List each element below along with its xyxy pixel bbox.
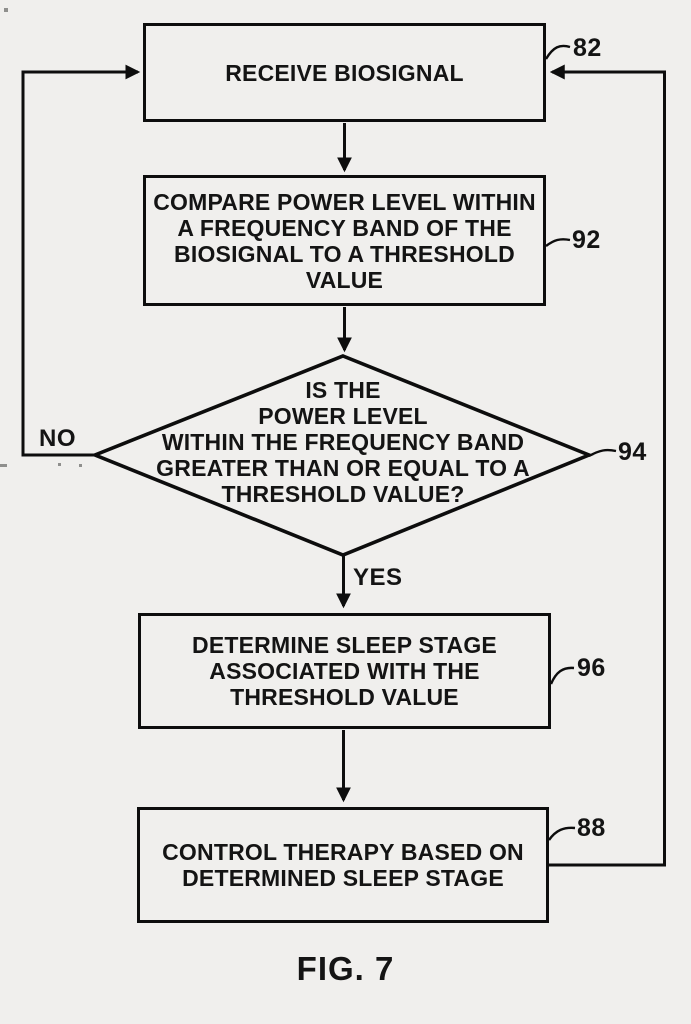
- leader-line-88: [548, 826, 576, 841]
- decision-label-power-level: IS THE POWER LEVEL WITHIN THE FREQUENCY …: [156, 377, 530, 507]
- process-label-determine-sleep-stage: DETERMINE SLEEP STAGE ASSOCIATED WITH TH…: [192, 632, 497, 710]
- scan-artifact: [58, 463, 61, 466]
- process-box-receive-biosignal: RECEIVE BIOSIGNAL: [143, 23, 546, 122]
- scan-artifact: [0, 464, 7, 467]
- leader-line-94: [588, 448, 617, 458]
- leader-line-96: [549, 666, 575, 685]
- scan-artifact: [4, 8, 8, 12]
- leader-line-82: [544, 44, 571, 60]
- process-label-control-therapy: CONTROL THERAPY BASED ON DETERMINED SLEE…: [162, 839, 524, 891]
- feedback-loop-line: [549, 64, 666, 867]
- ref-numeral-92: 92: [572, 226, 601, 254]
- process-box-control-therapy: CONTROL THERAPY BASED ON DETERMINED SLEE…: [137, 807, 549, 923]
- decision-diamond-shape: [90, 354, 594, 557]
- process-label-receive-biosignal: RECEIVE BIOSIGNAL: [225, 59, 464, 86]
- ref-numeral-82: 82: [573, 34, 602, 62]
- yes-branch-label: YES: [353, 564, 403, 591]
- process-label-compare-power-level: COMPARE POWER LEVEL WITHIN A FREQUENCY B…: [153, 188, 536, 293]
- process-box-determine-sleep-stage: DETERMINE SLEEP STAGE ASSOCIATED WITH TH…: [138, 613, 551, 729]
- ref-numeral-94: 94: [618, 438, 647, 466]
- leader-line-92: [545, 238, 571, 247]
- no-loop-line: [21, 64, 141, 457]
- scan-artifact: [79, 464, 82, 467]
- ref-numeral-88: 88: [577, 814, 606, 842]
- process-box-compare-power-level: COMPARE POWER LEVEL WITHIN A FREQUENCY B…: [143, 175, 546, 306]
- ref-numeral-96: 96: [577, 654, 606, 682]
- no-branch-label: NO: [39, 425, 76, 452]
- figure-caption: FIG. 7: [296, 950, 395, 987]
